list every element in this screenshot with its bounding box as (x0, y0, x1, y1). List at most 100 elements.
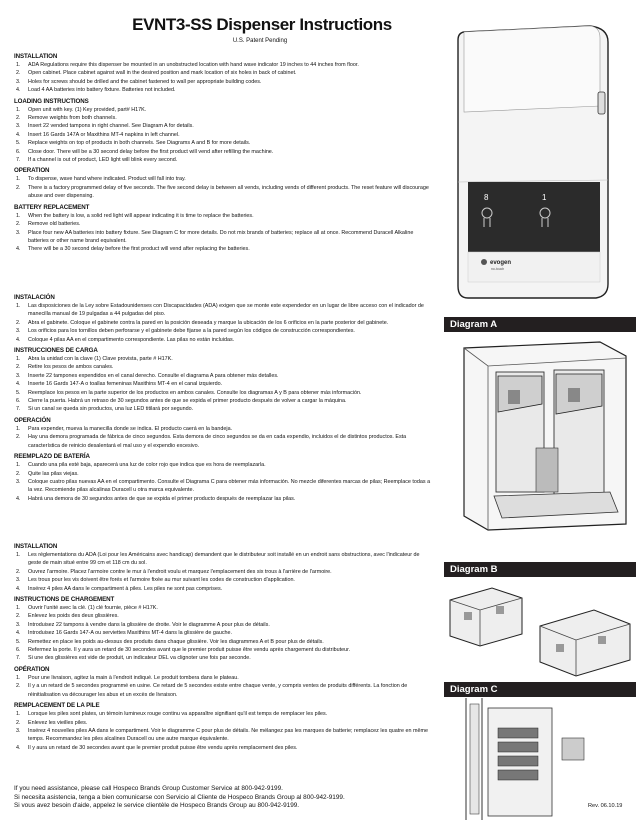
item-number: 2. (16, 568, 21, 575)
item-text: Introduisez 16 Gards 147-A ou serviettes… (28, 630, 233, 637)
french-battery-list: 1.Lorsque les piles sont plates, un témo… (14, 710, 432, 752)
item-number: 7. (16, 157, 21, 164)
list-item: 4.Habrá una demora de 30 segundos antes … (14, 495, 432, 503)
item-number: 2. (16, 470, 21, 477)
english-section: INSTALLATION 1.ADA Regulations require t… (14, 50, 432, 254)
item-text: If a channel is out of product, LED ligh… (28, 157, 178, 164)
english-installation-list: 1.ADA Regulations require this dispenser… (14, 61, 432, 95)
list-item: 3. Holes for screws should be drilled and… (14, 78, 432, 86)
english-battery-list: 1.When the battery is low, a solid red l… (14, 212, 432, 254)
diagram-b-label: Diagram B (444, 562, 636, 577)
list-item: 4.Il y aura un retard de 30 secondes ava… (14, 744, 432, 752)
english-loading-list: 1.Open unit with key. (1) Key provided, … (14, 106, 432, 165)
list-item: 4.Load 4 AA batteries into battery fixtu… (14, 86, 432, 94)
item-number: 1. (16, 605, 21, 612)
section-heading: OPERACIÓN (14, 416, 51, 424)
item-number: 6. (16, 398, 21, 405)
section-heading: REEMPLAZO DE BATERÍA (14, 453, 90, 461)
list-item: 3.Les trous pour les vis doivent être fo… (14, 576, 432, 584)
list-item: 2. Open cabinet. Place cabinet against wa… (14, 69, 432, 77)
item-number: 4. (16, 246, 21, 253)
list-item: 1.Pour une livraison, agitez la main à l… (14, 674, 432, 682)
list-item: 1.When the battery is low, a solid red l… (14, 212, 432, 220)
list-item: 4.Inserte 16 Gards 147-A o toallas femen… (14, 380, 432, 388)
item-text: Si une des glissières est vide de produi… (28, 655, 251, 662)
item-text: Inserte 16 Gards 147-A o toallas femenin… (28, 381, 223, 388)
list-item: 2.There is a factory programmed delay of… (14, 184, 432, 201)
list-item: 3.Insert 22 vended tampons in right chan… (14, 122, 432, 130)
item-number: 3. (16, 78, 21, 85)
item-text: Enlevez les vieilles piles. (28, 719, 88, 726)
item-number: 2. (16, 221, 21, 228)
item-number: 1. (16, 62, 21, 68)
item-text: Retire los pesos de ambos canales. (28, 364, 114, 371)
item-number: 4. (16, 630, 21, 637)
brand-name: evogen (490, 260, 511, 266)
footer-spanish: Si necesita asistencia, tenga a bien com… (14, 793, 345, 801)
list-item: 3.Insérez 4 nouvelles piles AA dans le c… (14, 727, 432, 744)
item-text: Les réglementations du ADA (Loi pour les… (28, 552, 420, 567)
item-text: Cierre la puerta. Habrá un retraso de 30… (28, 398, 347, 405)
item-number: 1. (16, 552, 21, 558)
item-number: 2. (16, 319, 21, 326)
spanish-installation-list: 1.Las disposiciones de la Ley sobre Esta… (14, 302, 432, 344)
list-item: 7. If a channel is out of product, LED li… (14, 156, 432, 164)
item-text: Lorsque les piles sont plates, un témoin… (28, 711, 328, 718)
patent-note: U.S. Patent Pending (232, 38, 288, 44)
french-operation-list: 1.Pour une livraison, agitez la main à l… (14, 674, 432, 699)
list-item: 1.Cuando una pila esté baja, aparecerá u… (14, 461, 432, 469)
item-text: Place four new AA batteries into battery… (28, 229, 414, 244)
item-number: 2. (16, 70, 21, 77)
item-number: 4. (16, 495, 21, 502)
item-text: Enlevez les poids des deux glissières. (28, 613, 119, 620)
item-number: 3. (16, 478, 21, 485)
list-item: 4. Introduisez 16 Gards 147-A ou serviett… (14, 629, 432, 637)
item-text: Cuando una pila esté baja, aparecerá una… (28, 462, 266, 469)
item-number: 6. (16, 647, 21, 654)
item-text: Ouvrir l'unité avec la clé. (1) clé four… (28, 605, 158, 612)
list-item: 1. Ouvrir l'unité avec la clé. (1) clé fo… (14, 604, 432, 612)
brand-subtext: no-touch (491, 267, 504, 271)
item-text: Coloque 4 pilas AA en el compartimento c… (28, 336, 235, 343)
item-number: 4. (16, 131, 21, 138)
item-text: Abra la unidad con la clave (1) Clave pr… (28, 356, 173, 363)
item-text: Il y a un retard de 5 secondes programmé… (28, 683, 408, 698)
diagram-c-illustration (465, 698, 585, 820)
item-number: 6. (16, 148, 21, 155)
section-heading: OPÉRATION (14, 665, 50, 673)
spanish-section: INSTALACIÓN 1.Las disposiciones de la Le… (14, 291, 432, 503)
list-item: 3.Coloque cuatro pilas nuevas AA en el c… (14, 478, 432, 495)
item-text: Holes for screws should be drilled and t… (28, 78, 262, 85)
item-number: 2. (16, 115, 21, 122)
section-heading: BATTERY REPLACEMENT (14, 203, 90, 211)
section-heading: INSTRUCTIONS DE CHARGEMENT (14, 596, 115, 604)
item-number: 2. (16, 683, 21, 690)
item-text: To dispense, wave hand where indicated. … (28, 176, 186, 183)
item-number: 3. (16, 577, 21, 584)
item-text: Abra el gabinete. Coloque el gabinete co… (28, 319, 389, 326)
item-number: 2. (16, 719, 21, 726)
diagram-c-label: Diagram C (444, 682, 636, 697)
item-number: 3. (16, 621, 21, 628)
item-text: Replace weights on top of products in bo… (28, 140, 251, 147)
item-text: Si un canal se queda sin productos, una … (28, 406, 194, 413)
list-item: 1.Lorsque les piles sont plates, un témo… (14, 710, 432, 718)
item-text: Refermez la porte. Il y aura un retard d… (28, 647, 351, 654)
item-text: Reemplace los pesos en la parte superior… (28, 389, 362, 396)
item-number: 3. (16, 328, 21, 335)
spanish-battery-list: 1.Cuando una pila esté baja, aparecerá u… (14, 461, 432, 503)
section-heading: LOADING INSTRUCTIONS (14, 97, 89, 105)
footer-contact: If you need assistance, please call Hosp… (14, 785, 345, 811)
item-text: Open unit with key. (1) Key provided, pa… (28, 106, 147, 113)
hand-wave-icon (539, 207, 551, 227)
list-item: 1.Abra la unidad con la clave (1) Clave … (14, 355, 432, 363)
section-heading: INSTALLATION (14, 53, 58, 60)
item-text: Open cabinet. Place cabinet against wall… (28, 70, 297, 77)
list-item: 6. Cierre la puerta. Habrá un retraso de … (14, 397, 432, 405)
item-text: Insert 22 vended tampons in right channe… (28, 123, 194, 130)
item-number: 2. (16, 184, 21, 191)
list-item: 2. Enlevez les vieilles piles. (14, 719, 432, 727)
list-item: 2.Hay una demora programada de fábrica d… (14, 433, 432, 450)
item-number: 3. (16, 372, 21, 379)
footer-french: Si vous avez besoin d'aide, appelez le s… (14, 802, 300, 810)
